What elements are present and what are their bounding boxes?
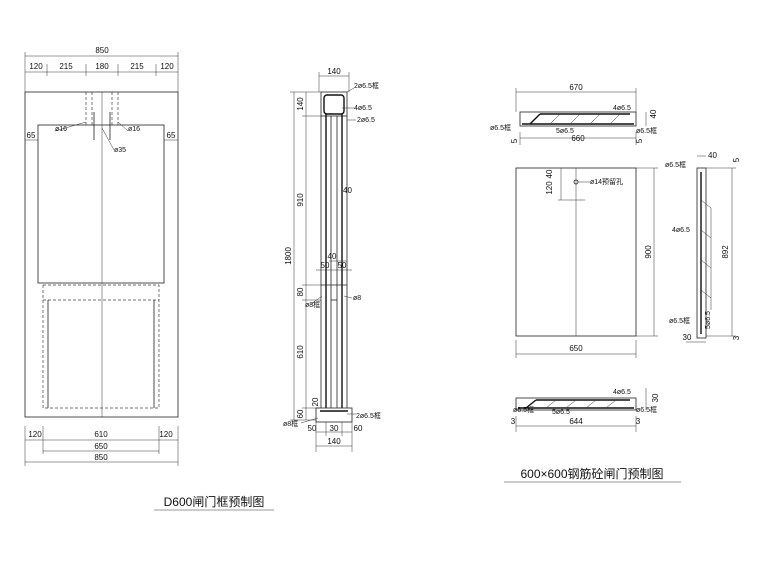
section-bottom-50: 50 (308, 424, 317, 433)
gate-w-650: 650 (569, 344, 583, 353)
frame-seg-5: 120 (160, 62, 174, 71)
gate-side-5: 5 (732, 157, 741, 162)
frame-seg-3: 180 (95, 62, 109, 71)
gate-side-frame-bottom: ø6.5框 (669, 316, 690, 325)
gate-h-900: 900 (644, 245, 653, 259)
frame-bottom-seg-1: 120 (28, 430, 42, 439)
frame-bottom-650: 650 (94, 442, 108, 451)
section-label-2: 2ø6.5 (357, 117, 375, 124)
frame-seg-4: 215 (130, 62, 144, 71)
frame-top-total: 850 (95, 46, 109, 55)
gate-drawing: 670 4ø6.5 40 ø6.5框 5ø6.5 ø6.5框 5 660 5 ø… (490, 83, 741, 483)
section-v-60: 60 (296, 409, 305, 418)
gate-top-40: 40 (649, 109, 658, 118)
gate-side-frame-top: ø6.5框 (665, 160, 686, 169)
section-mid-40a: 40 (343, 186, 352, 195)
gate-top-frame-right: ø6.5框 (636, 126, 657, 135)
gate-side-3: 3 (732, 335, 741, 340)
gate-bot-644: 644 (569, 417, 583, 426)
frame-bar-center: ø35 (114, 147, 126, 154)
section-label-phi8-frame-bottom: ø8框 (283, 419, 298, 428)
section-label-4: 4ø6.5 (354, 105, 372, 112)
gate-top-5-right: 5 (635, 138, 644, 143)
gate-top-5-small: 5 (510, 138, 519, 143)
gate-bot-3-left: 3 (511, 417, 516, 426)
gate-dim-120: 120 (545, 181, 554, 195)
frame-caption: D600闸门框预制图 (164, 494, 265, 509)
gate-dim-40: 40 (545, 169, 554, 178)
gate-side-5b: 5ø6.5 (705, 311, 712, 329)
gate-side-30: 30 (683, 333, 692, 342)
gate-hole-label: ø14预留孔 (590, 177, 623, 186)
section-bottom-30: 30 (330, 424, 339, 433)
frame-bar-right: ø16 (128, 126, 140, 133)
section-label-phi8-frame: ø8框 (305, 300, 320, 309)
gate-bot-frame-left: ø6.5框 (513, 405, 534, 414)
gate-top-670: 670 (569, 83, 583, 92)
section-label-frame-top: 2ø6.5框 (354, 81, 379, 90)
frame-seg-1: 120 (29, 62, 43, 71)
gate-bot-30: 30 (651, 393, 660, 402)
section-v-910: 910 (296, 193, 305, 207)
gate-top-4: 4ø6.5 (613, 105, 631, 112)
section-v-20: 20 (311, 397, 320, 406)
gate-top-frame-left: ø6.5框 (490, 123, 511, 132)
frame-side-right: 65 (167, 131, 176, 140)
section-label-frame-bottom: 2ø6.5框 (356, 411, 381, 420)
gate-bot-4: 4ø6.5 (613, 389, 631, 396)
section-bottom-60: 60 (354, 424, 363, 433)
section-v-80: 80 (296, 287, 305, 296)
section-drawing: 140 140 910 1800 80 610 60 20 2 (283, 67, 381, 452)
section-v-1800: 1800 (284, 247, 293, 265)
section-top-width: 140 (327, 67, 341, 76)
gate-side-40: 40 (708, 151, 717, 160)
gate-bot-5: 5ø6.5 (552, 409, 570, 416)
gate-side-892: 892 (721, 245, 730, 259)
frame-bottom-seg-2: 610 (94, 430, 108, 439)
frame-side-left: 65 (27, 131, 36, 140)
section-bottom-140: 140 (327, 437, 341, 446)
gate-bot-frame-right: ø6.5框 (636, 405, 657, 414)
section-mid-50b: 50 (338, 261, 347, 270)
frame-drawing: 850 120 215 180 215 120 65 65 (24, 46, 274, 511)
frame-bottom-850: 850 (94, 453, 108, 462)
gate-top-660: 660 (571, 134, 585, 143)
gate-side-4: 4ø6.5 (672, 227, 690, 234)
section-mid-40b: 40 (328, 252, 337, 261)
frame-bottom-seg-3: 120 (159, 430, 173, 439)
gate-bot-3-right: 3 (636, 417, 641, 426)
section-v-610: 610 (296, 345, 305, 359)
gate-top-5: 5ø6.5 (556, 128, 574, 135)
gate-caption: 600×600钢筋砼闸门预制图 (520, 466, 663, 481)
frame-bar-left: ø16 (55, 126, 67, 133)
section-v-140: 140 (296, 97, 305, 111)
section-label-phi8: ø8 (353, 295, 361, 302)
section-mid-50a: 50 (321, 261, 330, 270)
frame-seg-2: 215 (59, 62, 73, 71)
